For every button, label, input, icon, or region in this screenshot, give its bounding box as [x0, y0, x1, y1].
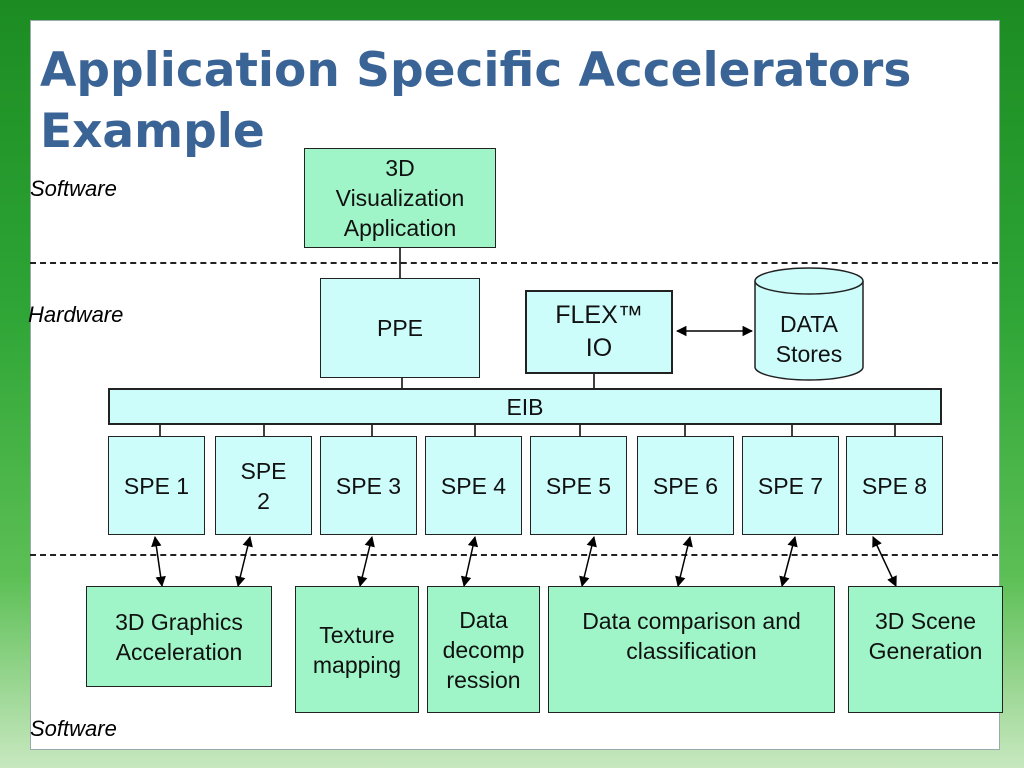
spe-box: SPE 7 [742, 436, 839, 535]
hardware-software-divider [30, 554, 998, 556]
spe2-graphics-arrow [235, 535, 253, 588]
spe-box: SPE 3 [320, 436, 417, 535]
task-box-decompression: Data decomp ression [427, 586, 540, 713]
hardware-layer-label: Hardware [28, 302, 124, 327]
slide-title: Application Specific Accelerators Exampl… [40, 43, 912, 159]
software-layer-label-bottom: Software [30, 716, 117, 741]
task-box-scene: 3D Scene Generation [848, 586, 1003, 713]
spe-box: SPE 5 [530, 436, 627, 535]
spe-box: SPE 1 [108, 436, 205, 535]
spe-box: SPE 6 [637, 436, 734, 535]
task-box-texture: Texture mapping [295, 586, 419, 713]
ppe-box: PPE [320, 278, 480, 378]
database-icon [754, 267, 864, 381]
spe-box: SPE 2 [215, 436, 312, 535]
spe-box: SPE 8 [846, 436, 943, 535]
software-hardware-divider [30, 262, 998, 264]
spe-box: SPE 4 [425, 436, 522, 535]
task-box-comparison: Data comparison and classification [548, 586, 835, 713]
spe1-graphics-arrow [151, 535, 166, 588]
eib-bus: EIB [108, 388, 942, 425]
spe4-decompression-arrow [460, 535, 479, 588]
spe3-texture-arrow [357, 535, 375, 588]
spe7-comparison-arrow [779, 535, 798, 588]
data-stores-cylinder: DATA Stores [754, 267, 864, 381]
spe5-comparison-arrow [579, 535, 597, 588]
task-box-graphics: 3D Graphics Acceleration [86, 586, 272, 687]
flex-io-box: FLEX™ IO [525, 290, 673, 374]
spe6-comparison-arrow [675, 535, 693, 588]
data-stores-label: DATA Stores [775, 311, 843, 367]
software-layer-label-top: Software [30, 176, 117, 201]
app-box: 3D Visualization Application [304, 148, 496, 248]
spe8-scene-arrow [872, 536, 897, 587]
